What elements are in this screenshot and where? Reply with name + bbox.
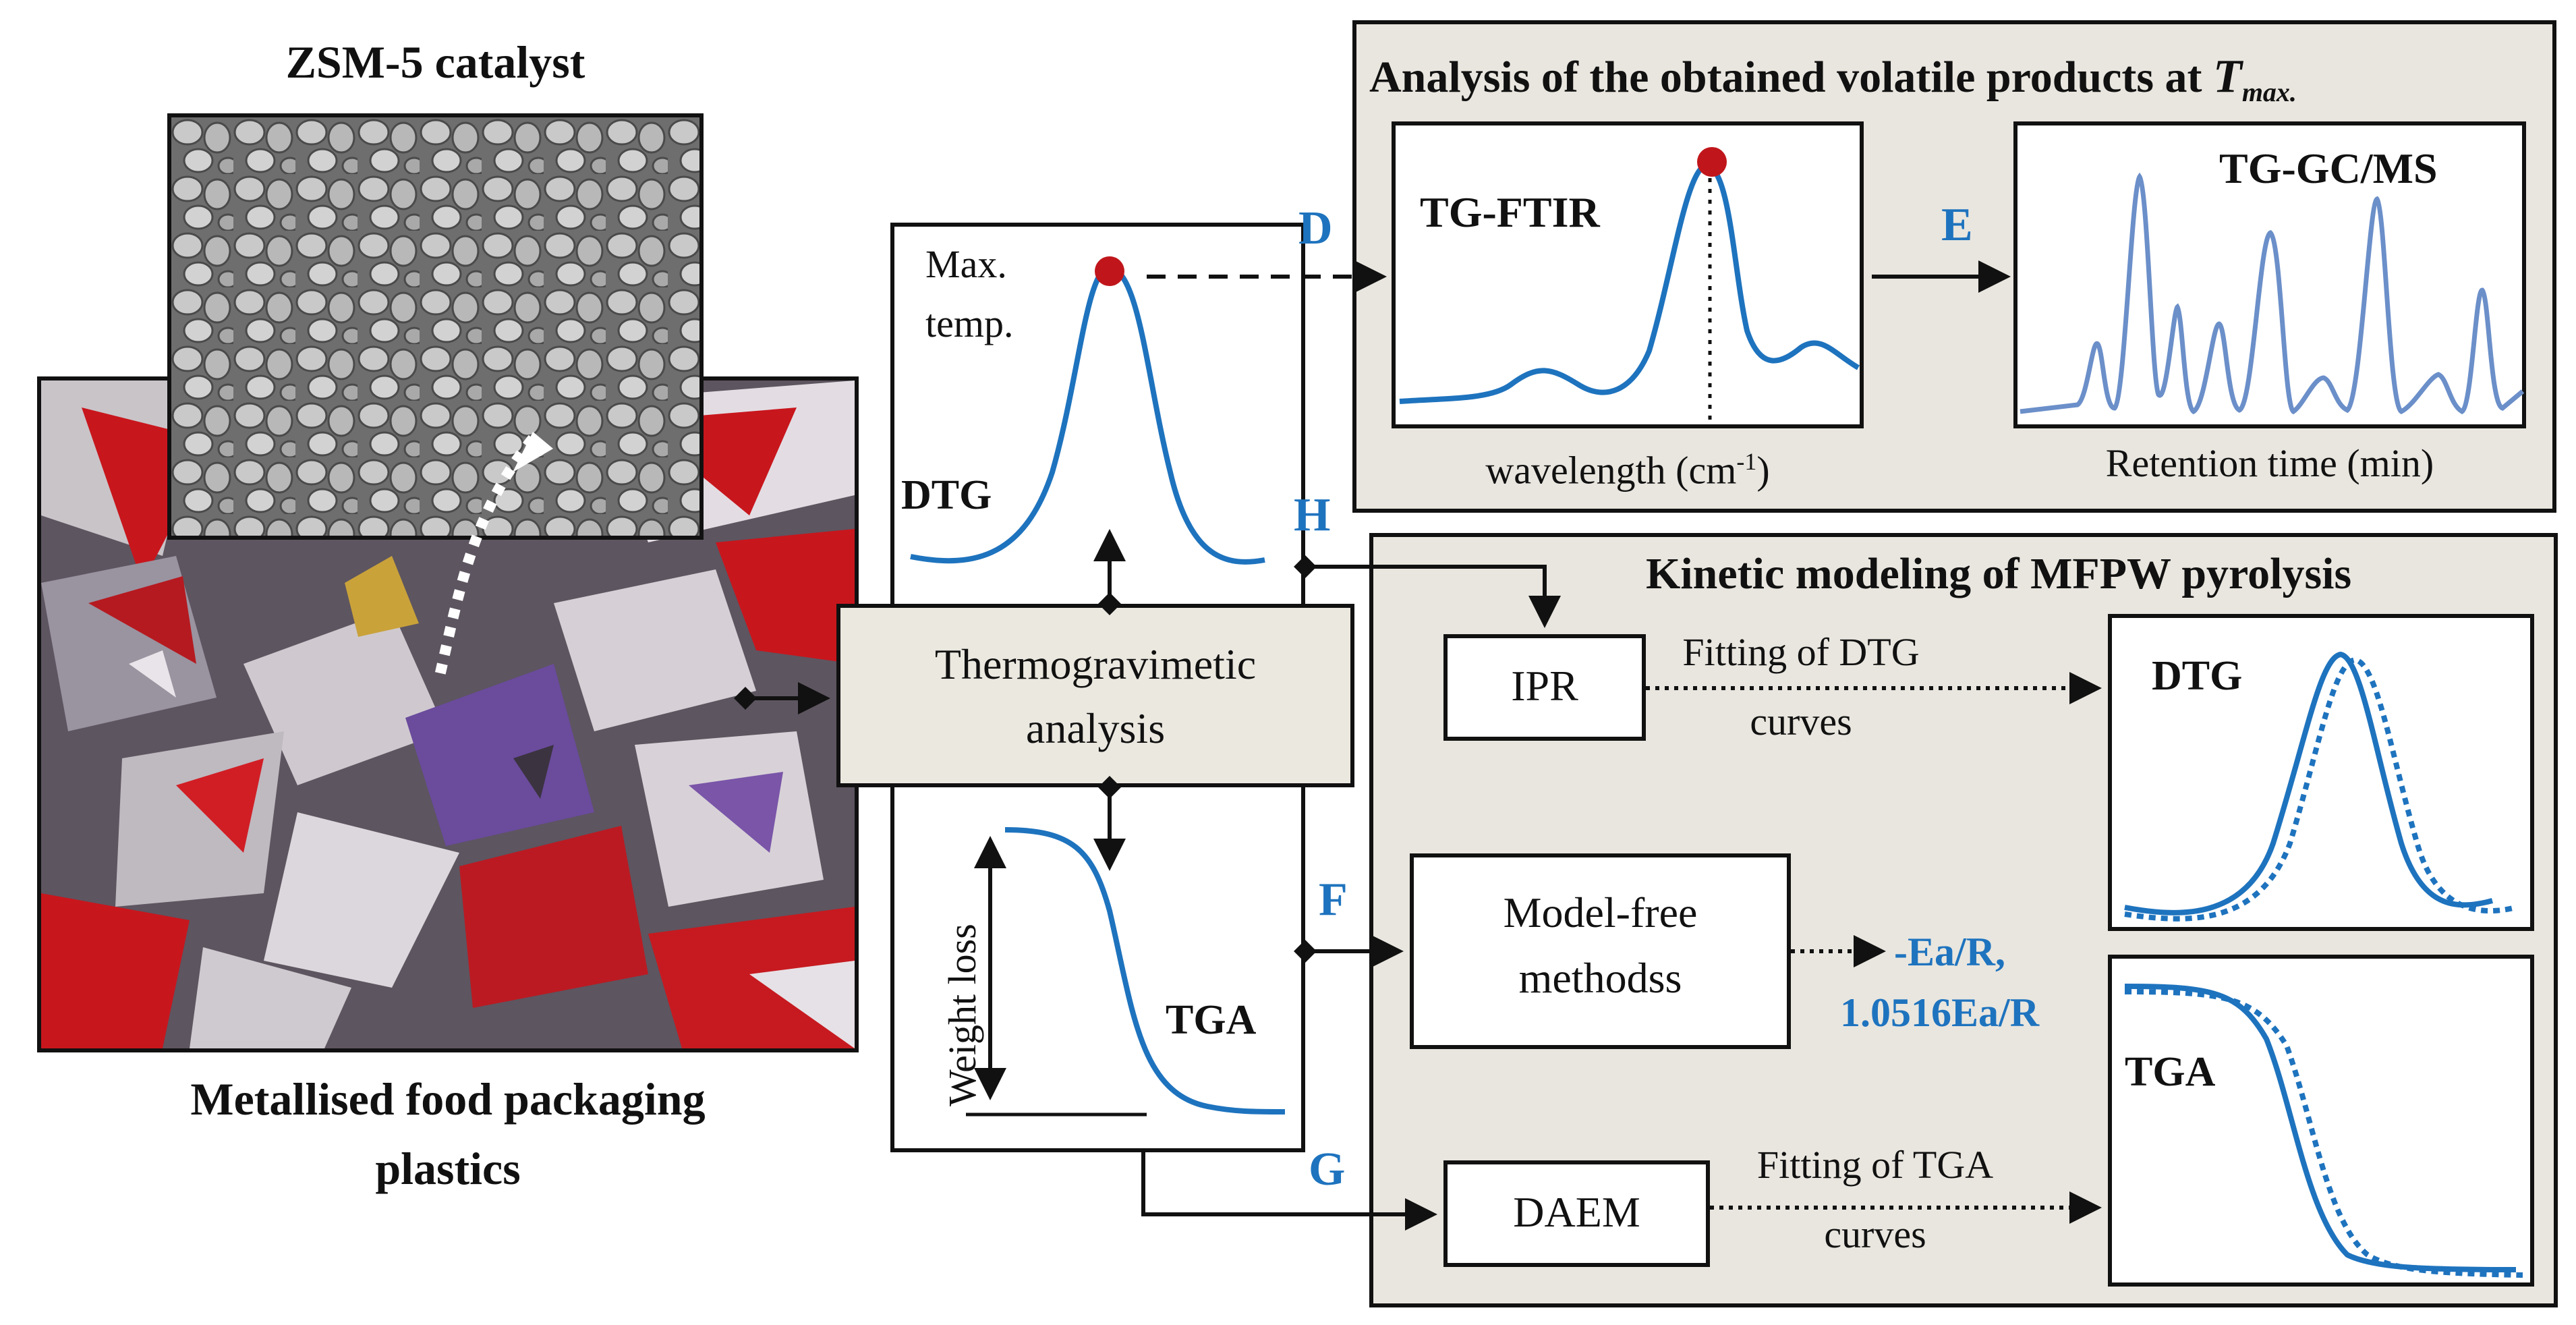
dtg-fit-plot-box [2108,614,2534,931]
gcms-plot-box [2013,121,2526,428]
volatile-title-sub: max. [2241,77,2297,108]
volatile-title-t: T [2213,51,2242,103]
catalyst-to-plastics-arrow [433,434,538,683]
ftir-xlabel-sup: -1 [1736,448,1757,475]
tga-fit-plot-box [2108,955,2534,1287]
ftir-label: TG-FTIR [1420,188,1600,236]
letter-d: D [1298,202,1333,254]
tga-label: TGA [1166,997,1257,1043]
tga-fit-label: TGA [2125,1049,2216,1095]
kinetic-panel-title: Kinetic modeling of MFPW pyrolysis [1646,549,2352,598]
ipr-note-line1: Fitting of DTG [1682,630,1920,674]
dtg-fit-experimental [2124,651,2494,915]
ftir-spectrum [1399,162,1860,404]
gcms-xlabel: Retention time (min) [2105,441,2434,485]
tga-fit-model [2124,989,2523,1278]
ea-result-line1: -Ea/R, [1894,930,2005,974]
thermogravimetric-label-line1: Thermogravimetic [934,640,1257,688]
dtg-label: DTG [901,472,992,518]
ipr-box[interactable] [1443,634,1646,741]
thermogravimetric-label-line2: analysis [1025,704,1166,752]
ftir-plot-box [1392,121,1864,428]
arrow-g [1141,1152,1437,1231]
ftir-xlabel-text: wavelength (cm [1485,448,1737,492]
daem-label: DAEM [1513,1188,1640,1236]
ipr-note-line2: curves [1750,700,1852,743]
model-free-label-line1: Model-free [1503,889,1698,936]
tga-fit-experimental [2124,984,2517,1272]
volatile-title-text: Analysis of the obtained volatile produc… [1369,53,2214,102]
catalyst-sem-image [171,117,699,536]
daem-box[interactable] [1443,1160,1710,1267]
catalyst-sem-photo [167,113,704,540]
daem-note-line2: curves [1824,1212,1926,1256]
dtg-fit-model [2124,656,2517,922]
ea-result-line2: 1.0516Ea/R [1840,990,2040,1035]
tga-weight-curve [1004,827,1286,1115]
letter-g: G [1309,1144,1346,1195]
plastics-caption-line1: Metallised food packaging [190,1073,706,1125]
plastics-caption-line2: plastics [375,1143,521,1194]
arrow-h [1305,565,1561,628]
ipr-label: IPR [1511,662,1578,710]
letter-h: H [1294,489,1331,541]
daem-note-line1: Fitting of TGA [1756,1143,1994,1187]
max-temp-label-line1: Max. [925,242,1007,286]
dtg-fit-label: DTG [2152,653,2243,699]
gcms-chromatogram [2020,172,2525,415]
dtg-curve [910,263,1265,565]
model-free-label-line2: methodss [1518,954,1682,1002]
max-temp-label-line2: temp. [925,302,1014,345]
max-temp-point [1095,256,1124,286]
white-arrow-head [513,432,553,472]
letter-f: F [1319,874,1348,926]
model-free-box[interactable] [1410,853,1791,1049]
letter-e: E [1941,199,1973,251]
catalyst-caption: ZSM-5 catalyst [285,36,585,88]
gcms-label: TG-GC/MS [2219,144,2438,192]
volatile-panel-title: Analysis of the obtained volatile produc… [1369,51,2297,107]
ftir-xlabel: wavelength (cm-1) [1392,448,1864,492]
thermogravimetric-analysis-box [836,604,1354,787]
ftir-xlabel-end: ) [1756,448,1770,492]
ftir-max-point [1697,147,1727,177]
